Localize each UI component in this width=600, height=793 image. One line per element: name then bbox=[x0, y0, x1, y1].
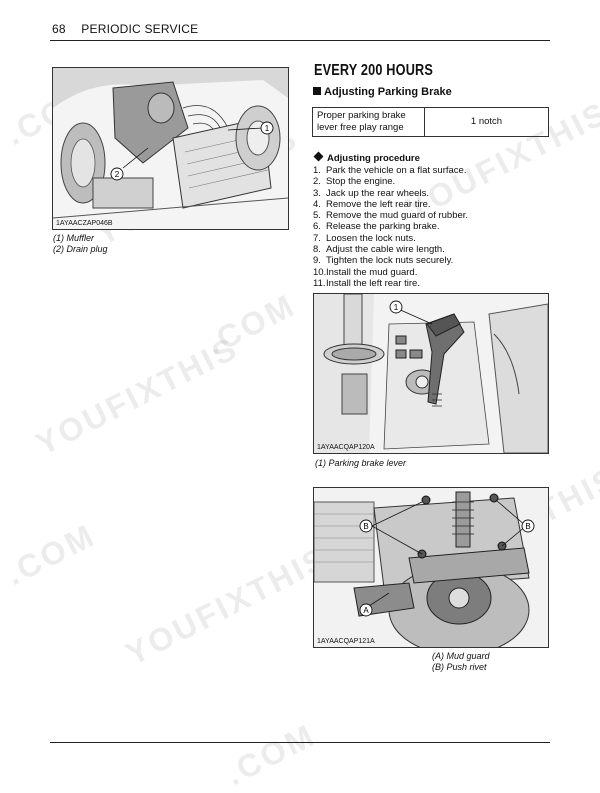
footer-rule bbox=[50, 742, 550, 743]
diamond-bullet-icon bbox=[313, 151, 324, 162]
square-bullet-icon bbox=[313, 87, 321, 95]
brake-lever-illustration bbox=[314, 294, 548, 453]
list-item: 7.Loosen the lock nuts. bbox=[313, 232, 416, 244]
list-item: 8.Adjust the cable wire length. bbox=[313, 244, 445, 256]
caption-drain-plug: (2) Drain plug bbox=[53, 244, 108, 254]
caption-mud-guard: (A) Mud guard bbox=[432, 651, 490, 661]
spec-value: 1 notch bbox=[424, 107, 549, 137]
muffler-figure: 1 2 1AYAACZAP046B bbox=[52, 67, 289, 230]
caption-push-rivet: (B) Push rivet bbox=[432, 662, 487, 672]
watermark: .COM bbox=[200, 286, 302, 363]
callout-1-label: 1 bbox=[265, 124, 270, 133]
mud-guard-captions: (A) Mud guard (B) Push rivet bbox=[432, 651, 490, 673]
figure-code: 1AYAACQAP120A bbox=[317, 444, 375, 451]
list-item: 4.Remove the left rear tire. bbox=[313, 198, 431, 210]
callout-b-right bbox=[521, 519, 535, 533]
watermark: .COM bbox=[0, 516, 102, 593]
list-item: 3.Jack up the rear wheels. bbox=[313, 187, 429, 199]
callout-2 bbox=[110, 167, 124, 181]
list-item: 6.Release the parking brake. bbox=[313, 221, 440, 233]
brake-lever-callouts: 1 bbox=[389, 300, 403, 314]
mud-guard-callouts: B B A bbox=[359, 519, 535, 617]
figure-code: 1AYAACZAP046B bbox=[56, 220, 113, 227]
table-row: Proper parking brake lever free play ran… bbox=[312, 107, 549, 137]
callout-b-left bbox=[359, 519, 373, 533]
brake-lever-figure: 1 1AYAACQAP120A bbox=[313, 293, 549, 454]
callout-1 bbox=[389, 300, 403, 314]
watermark: .COM bbox=[220, 716, 322, 793]
brake-lever-captions: (1) Parking brake lever bbox=[315, 458, 406, 469]
list-item: 1.Park the vehicle on a flat surface. bbox=[313, 165, 467, 176]
callout-1 bbox=[260, 121, 274, 135]
callout-1-label: 1 bbox=[394, 303, 399, 312]
caption-muffler: (1) Muffler bbox=[53, 233, 95, 243]
watermark: YOUFIXTHIS bbox=[30, 329, 245, 463]
list-item: 9.Tighten the lock nuts securely. bbox=[313, 255, 454, 267]
section-title: PERIODIC SERVICE bbox=[81, 22, 199, 36]
list-item: 10.Install the mud guard. bbox=[313, 266, 418, 278]
list-item: 11.Install the left rear tire. bbox=[313, 277, 420, 289]
page-number: 68 bbox=[52, 22, 66, 36]
list-item: 5.Remove the mud guard of rubber. bbox=[313, 210, 469, 222]
page-header: 68 PERIODIC SERVICE bbox=[52, 22, 198, 36]
procedure-heading: Adjusting procedure bbox=[313, 151, 420, 164]
spec-table: Proper parking brake lever free play ran… bbox=[312, 107, 549, 137]
mud-guard-figure: B B A 1AYAACQAP121A bbox=[313, 487, 549, 648]
figure-code: 1AYAACQAP121A bbox=[317, 638, 375, 645]
callout-a-label: A bbox=[363, 606, 369, 615]
section-heading: EVERY 200 HOURS bbox=[314, 62, 434, 79]
caption-parking-brake-lever: (1) Parking brake lever bbox=[315, 458, 407, 468]
muffler-illustration bbox=[53, 68, 288, 229]
subsection-heading: Adjusting Parking Brake bbox=[313, 86, 452, 98]
procedure-heading-text: Adjusting procedure bbox=[327, 153, 420, 164]
procedure-steps: 1.Park the vehicle on a flat surface. 2.… bbox=[313, 165, 468, 289]
muffler-callouts: 1 2 bbox=[110, 121, 274, 181]
subsection-heading-text: Adjusting Parking Brake bbox=[324, 86, 452, 98]
watermark: YOUFIXTHIS bbox=[120, 539, 335, 673]
mud-guard-illustration bbox=[314, 488, 548, 647]
callout-a bbox=[359, 603, 373, 617]
callout-2-label: 2 bbox=[115, 170, 120, 179]
callout-b-left-label: B bbox=[363, 522, 368, 531]
header-rule bbox=[50, 40, 550, 41]
callout-b-right-label: B bbox=[525, 522, 530, 531]
spec-label: Proper parking brake lever free play ran… bbox=[312, 107, 425, 137]
list-item: 2.Stop the engine. bbox=[313, 176, 396, 188]
muffler-captions: (1) Muffler (2) Drain plug bbox=[53, 233, 108, 255]
